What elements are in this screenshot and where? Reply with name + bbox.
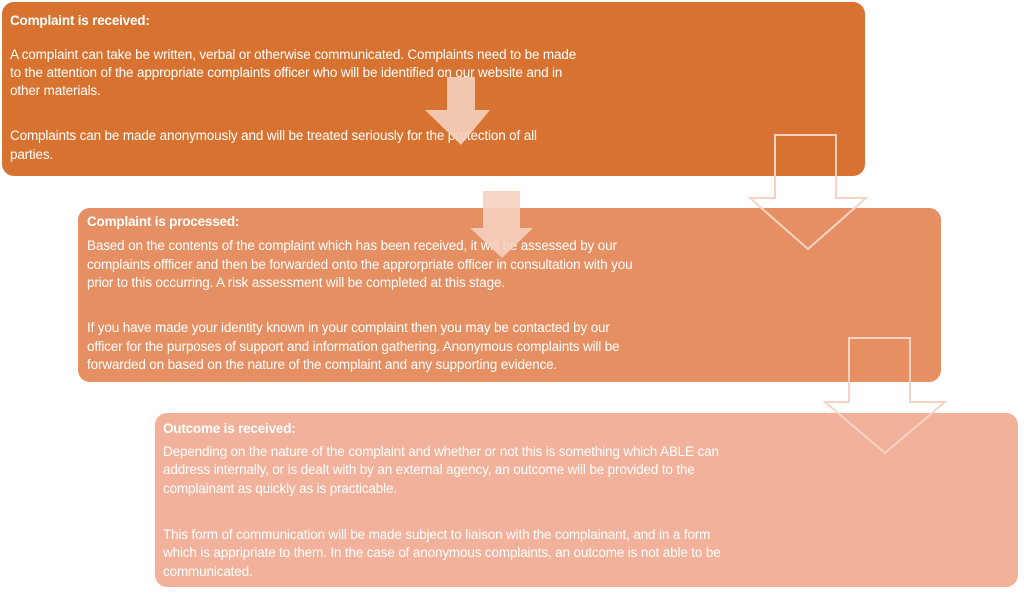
- step-text-line: A complaint can take be written, verbal …: [10, 47, 577, 62]
- step-text-line: which is appripriate to them. In the cas…: [163, 545, 721, 560]
- step-text-line: This form of communication will be made …: [163, 527, 711, 542]
- step-text-line: Based on the contents of the complaint w…: [87, 238, 617, 253]
- step-text-line: to the attention of the appropriate comp…: [10, 65, 563, 80]
- step-text-line: forwarded on based on the nature of the …: [87, 357, 558, 372]
- step-outcome-box: Outcome is received: Depending on the na…: [155, 413, 1018, 587]
- step-text-line: complainant as quickly as is practicable…: [163, 481, 397, 496]
- step-text-line: officer for the purposes of support and …: [87, 339, 620, 354]
- step-title: Complaint is received:: [10, 13, 150, 28]
- step-received-box: Complaint is received: A complaint can t…: [2, 2, 865, 176]
- step-text-line: other materials.: [10, 83, 101, 98]
- step-processed-box: Complaint is processed: Based on the con…: [78, 208, 941, 382]
- step-text-line: prior to this occurring. A risk assessme…: [87, 275, 505, 290]
- step-title: Complaint is processed:: [87, 214, 240, 229]
- step-title: Outcome is received:: [163, 421, 296, 436]
- step-text-line: If you have made your identity known in …: [87, 320, 610, 335]
- step-text-line: Complaints can be made anonymously and w…: [10, 128, 537, 143]
- step-text-line: parties.: [10, 147, 54, 162]
- step-text-line: complaints offficer and then be forwarde…: [87, 257, 633, 272]
- step-text-line: Depending on the nature of the complaint…: [163, 444, 719, 459]
- step-text-line: address internally, or is dealt with by …: [163, 462, 695, 477]
- step-text-line: communicated.: [163, 564, 253, 579]
